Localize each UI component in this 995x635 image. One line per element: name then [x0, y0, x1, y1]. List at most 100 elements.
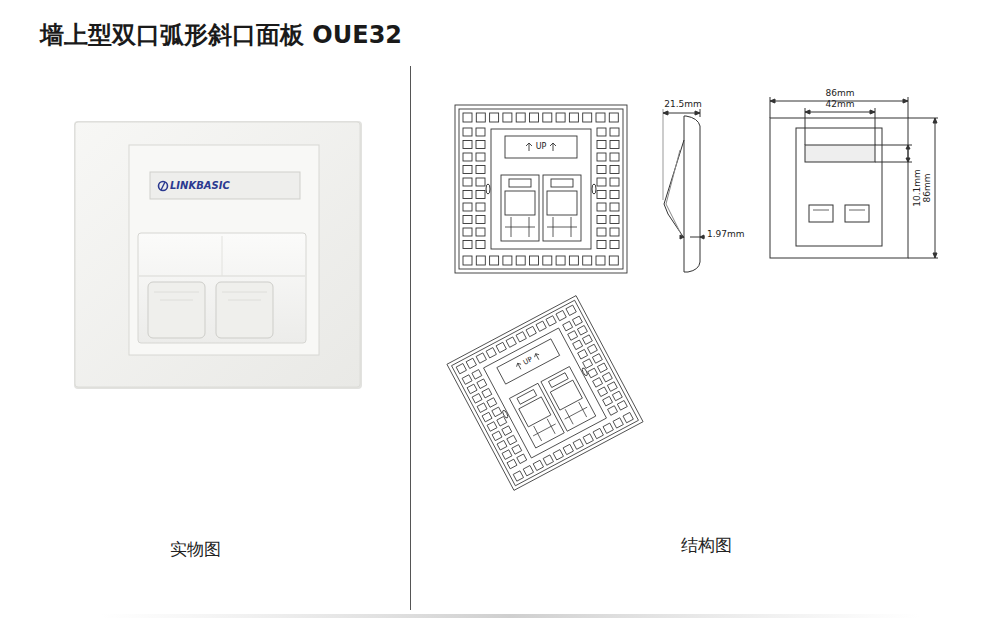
extension-line — [663, 109, 664, 200]
rib-cell — [513, 471, 523, 481]
rib-cell — [463, 178, 472, 186]
rib-cell — [502, 450, 512, 460]
rib-cell — [566, 305, 576, 315]
rib-cell — [593, 378, 603, 388]
rib-cell — [456, 363, 466, 373]
port-outline — [501, 175, 539, 241]
rib-cell — [476, 216, 485, 224]
rib-cell — [569, 113, 578, 122]
top-view — [770, 97, 938, 258]
rib-cell — [506, 337, 516, 347]
rib-cell — [603, 396, 613, 406]
rib-cell — [467, 384, 477, 394]
rib-cell — [607, 382, 617, 392]
rib-cell — [610, 178, 619, 186]
module-outline — [796, 128, 882, 246]
rib-cell — [578, 349, 588, 359]
port-outline — [541, 367, 596, 432]
plate-outline — [447, 296, 643, 491]
side-module — [666, 150, 680, 232]
rib-cell — [587, 344, 597, 354]
rib-cell — [597, 228, 606, 236]
label-slot — [805, 145, 875, 162]
dimension: 42mm — [826, 99, 855, 109]
rib-cell — [476, 178, 485, 186]
rib-cell — [617, 401, 627, 411]
extension-line — [875, 145, 912, 146]
rib-cell — [556, 113, 565, 122]
extension-line — [908, 97, 909, 118]
dimension: 21.5mm — [664, 99, 702, 109]
module-cavity — [491, 129, 591, 249]
port-outline — [509, 383, 564, 448]
port-latch — [549, 373, 569, 388]
rib-cell — [573, 340, 583, 350]
side-plate — [684, 116, 700, 272]
rib-cell — [497, 440, 507, 450]
rib-cell — [612, 391, 622, 401]
plate-outline — [455, 105, 627, 273]
rib-cell — [610, 241, 619, 249]
rib-cell — [497, 416, 507, 426]
rib-cell — [610, 216, 619, 224]
port-detail — [154, 292, 199, 300]
rib-cell — [530, 113, 539, 122]
rib-cell — [476, 141, 485, 149]
dimension-line — [663, 113, 700, 114]
rib-cell — [536, 321, 546, 331]
rib-cell — [516, 113, 525, 122]
rib-cell — [523, 466, 533, 476]
rib-cell — [582, 335, 592, 345]
module-cavity — [484, 328, 607, 458]
logo-icon — [161, 182, 165, 190]
label-box — [497, 339, 560, 384]
rib-cell — [476, 128, 485, 136]
rib-cell — [583, 359, 593, 369]
rib-cell — [602, 372, 612, 382]
rib-cell — [597, 203, 606, 211]
rib-cell — [476, 353, 486, 363]
rib-cell — [526, 326, 536, 336]
port-detail — [813, 210, 865, 211]
rib-cell — [476, 113, 485, 122]
plate-shadow — [74, 121, 362, 389]
rib-cell — [512, 445, 522, 455]
arrowhead — [680, 235, 704, 239]
rib-cell — [463, 113, 472, 122]
rib-cell — [503, 256, 512, 265]
rib-cell — [533, 460, 543, 470]
screw-slot — [502, 410, 509, 419]
dimension: 10.1mm — [912, 169, 922, 207]
rib-cell — [496, 342, 506, 352]
rib-cell — [476, 256, 485, 265]
rib-cell — [556, 310, 566, 320]
rib-cell — [463, 228, 472, 236]
label-window — [150, 172, 300, 199]
rib-cell — [597, 178, 606, 186]
rib-cell — [597, 153, 606, 161]
dimension: 1.97mm — [707, 229, 745, 239]
rib-cell — [583, 113, 592, 122]
plate — [75, 122, 360, 387]
rib-cell — [487, 398, 497, 408]
extension-line — [875, 108, 876, 145]
arrowhead — [663, 111, 700, 115]
rib-cell — [610, 228, 619, 236]
dimension: 86mm — [922, 174, 932, 203]
rib-cell — [592, 354, 602, 364]
rib-cell — [476, 203, 485, 211]
rib-cell — [583, 434, 593, 444]
label-box — [505, 136, 577, 158]
rib-cell — [610, 203, 619, 211]
rib-cell — [588, 368, 598, 378]
screw-slot — [592, 184, 596, 194]
brand-logo: LINKBASIC — [170, 180, 230, 192]
port-shutter — [216, 282, 273, 338]
rib-cell — [476, 228, 485, 236]
rib-cell — [597, 363, 607, 373]
rib-cell — [563, 444, 573, 454]
rib-cell — [516, 256, 525, 265]
rib-cell — [593, 428, 603, 438]
rib-cell — [463, 216, 472, 224]
port — [809, 205, 833, 222]
